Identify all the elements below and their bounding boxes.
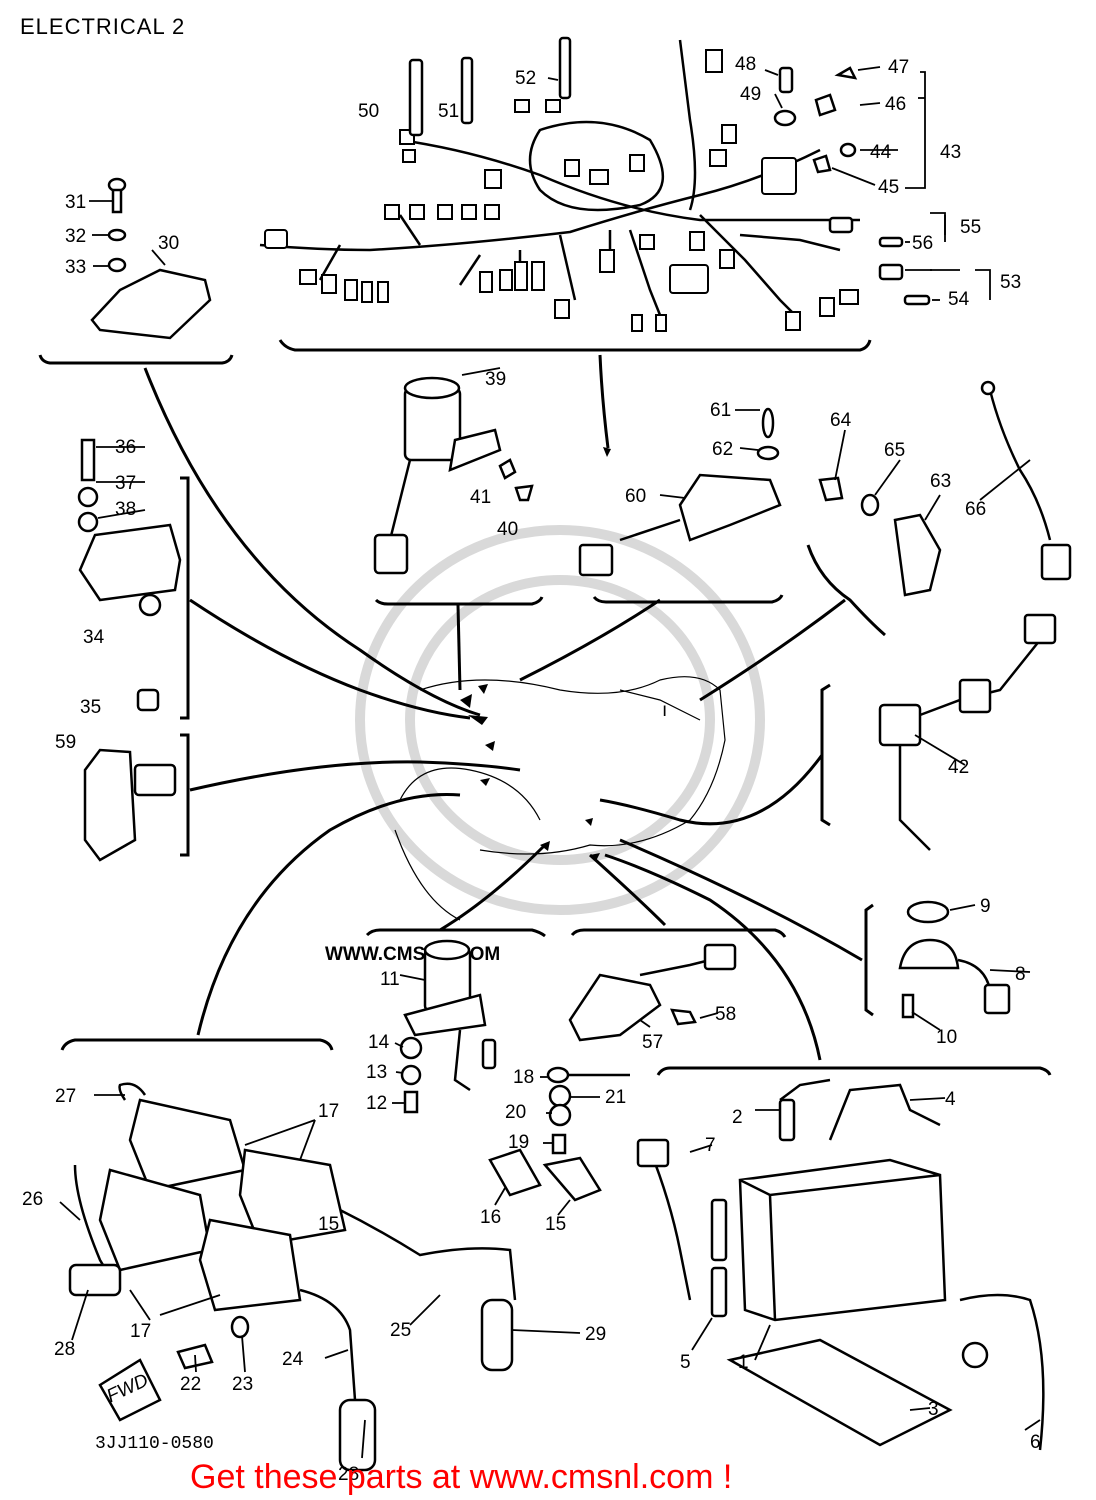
callout-44: 44 [870,142,892,163]
callout-8: 8 [1015,964,1026,985]
callout-2: 2 [732,1107,743,1128]
callout-55: 55 [960,217,981,238]
watermark-text: WWW.CMSNL.COM [325,944,500,965]
callout-9: 9 [980,896,991,917]
callout-30: 30 [158,233,179,254]
callout-21: 21 [605,1087,626,1108]
callout-28b: 28 [338,1464,359,1485]
callout-59: 59 [55,732,76,753]
callout-48: 48 [735,54,756,75]
callout-54: 54 [948,289,970,310]
callout-16: 16 [480,1207,501,1228]
callout-58: 58 [715,1004,736,1025]
callout-22: 22 [180,1374,201,1395]
callout-40: 40 [497,519,518,540]
callout-17: 17 [318,1101,339,1122]
wiring-harness [259,39,860,321]
callout-49: 49 [740,84,761,105]
callout-63: 63 [930,471,951,492]
callout-35: 35 [80,697,101,718]
callout-3: 3 [928,1399,939,1420]
callout-47: 47 [888,57,909,78]
callout-46: 46 [885,94,906,115]
callout-50: 50 [358,101,379,122]
mount-points [460,447,611,861]
harness-connectors [264,49,859,332]
callout-39: 39 [485,369,506,390]
callout-38: 38 [115,499,136,520]
group-brackets [38,339,1052,1076]
watermark: WWW.CMSNL.COM [325,525,765,965]
callout-29: 29 [585,1324,606,1345]
footer-parts-link[interactable]: Get these parts at www.cmsnl.com ! [190,1458,733,1496]
callout-14: 14 [368,1032,390,1053]
page-title: ELECTRICAL 2 [20,14,186,39]
callout-53: 53 [1000,272,1021,293]
callout-6: 6 [1030,1432,1041,1453]
callout-60: 60 [625,486,646,507]
callout-27: 27 [55,1086,76,1107]
callout-15b: 15 [318,1214,339,1235]
drawing-code: 3JJ110-0580 [95,1434,214,1454]
callout-26: 26 [22,1189,43,1210]
part-sketches [68,36,1072,1472]
callout-66: 66 [965,499,986,520]
callout-13: 13 [366,1062,387,1083]
callout-25: 25 [390,1320,411,1341]
callout-24: 24 [282,1349,304,1370]
callout-62: 62 [712,439,733,460]
callout-20: 20 [505,1102,526,1123]
callout-61: 61 [710,400,731,421]
callout-31: 31 [65,192,86,213]
callout-32: 32 [65,226,86,247]
callout-1b: ı [662,700,667,721]
callout-51: 51 [438,101,459,122]
callout-56: 56 [912,233,933,254]
callout-5: 5 [680,1352,691,1373]
callout-28: 28 [54,1339,75,1360]
callout-52: 52 [515,68,536,89]
callout-65: 65 [884,440,905,461]
callout-7: 7 [705,1135,716,1156]
callout-43: 43 [940,142,961,163]
callout-41: 41 [470,487,491,508]
callout-11: 11 [380,969,400,990]
callout-57: 57 [642,1032,663,1053]
callout-36: 36 [115,437,136,458]
callout-19: 19 [508,1132,529,1153]
callout-33: 33 [65,257,86,278]
leader-curves [143,354,863,1061]
callout-leaders [59,66,1041,1459]
callout-1: 1 [738,1352,749,1373]
callout-12: 12 [366,1093,387,1114]
callout-42: 42 [948,757,969,778]
callout-10: 10 [936,1027,957,1048]
callout-34: 34 [83,627,105,648]
callout-15: 15 [545,1214,566,1235]
callout-23: 23 [232,1374,253,1395]
callout-64: 64 [830,410,852,431]
callout-37: 37 [115,473,136,494]
callout-17b: 17 [130,1321,151,1342]
callout-18: 18 [513,1067,534,1088]
callout-4: 4 [945,1089,956,1110]
frame-sketch [394,676,726,921]
callout-45: 45 [878,177,899,198]
